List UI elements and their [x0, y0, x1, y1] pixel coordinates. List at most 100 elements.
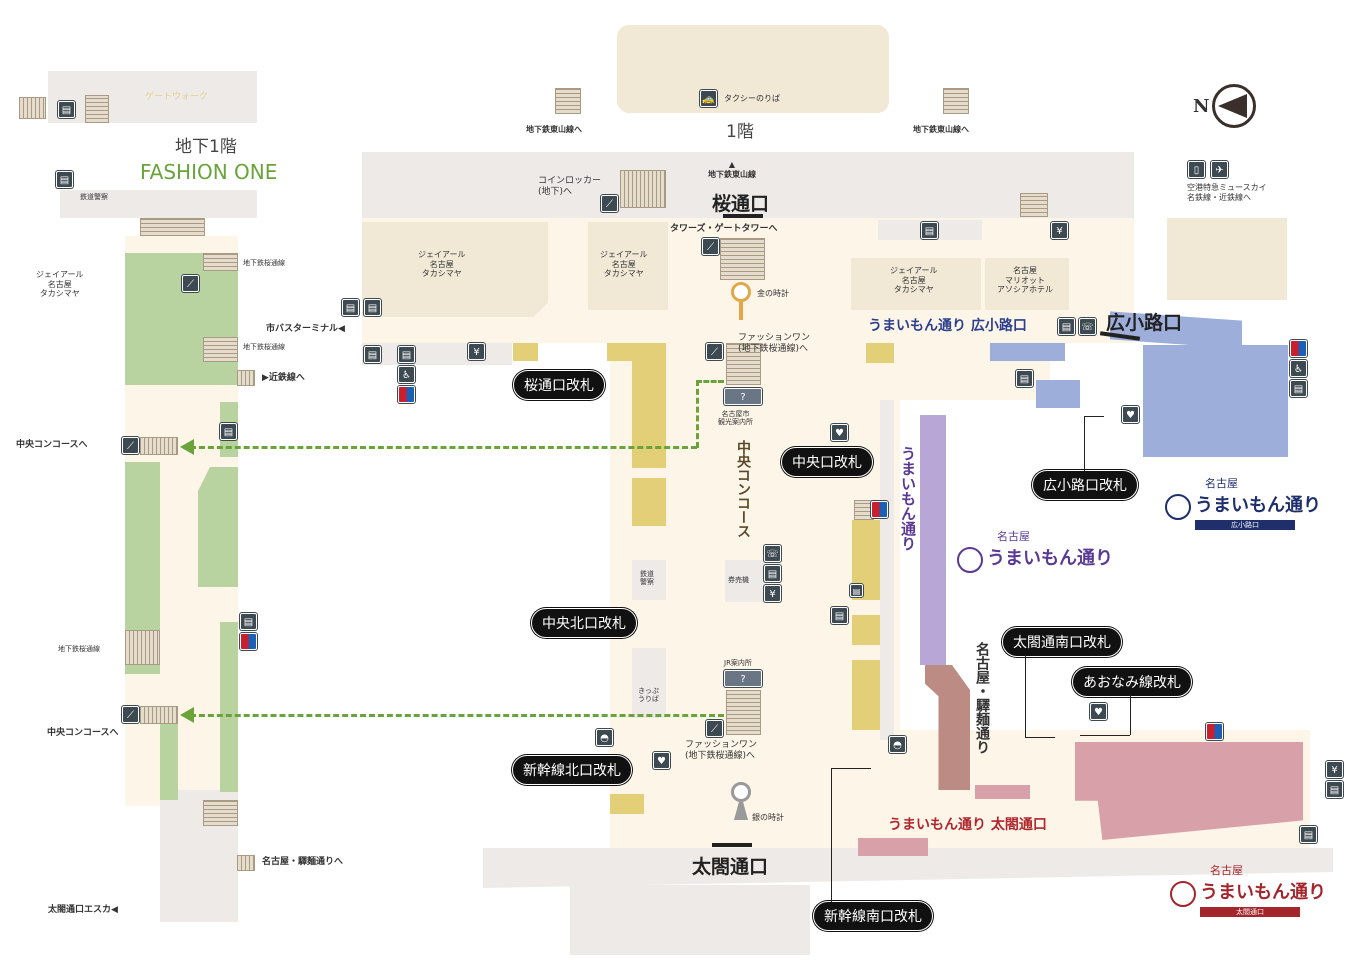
shop-b1: [160, 715, 178, 800]
label-concourse-to: 中央コンコースへ: [47, 728, 119, 738]
ticket-office-room: [632, 648, 666, 718]
label-takashimaya: ジェイアール 名古屋 タカシマヤ: [600, 250, 648, 279]
gate-chuo-kita[interactable]: 中央北口改札: [531, 608, 637, 638]
label-tourist-info: 名古屋市 観光案内所: [718, 410, 753, 427]
label-railway-police: 鉄道 警察: [640, 570, 654, 587]
label-sakuradori: 地下鉄桜通線: [243, 259, 285, 267]
hirokoji-shops: [1036, 380, 1080, 408]
elevator-icon: ▤: [1058, 318, 1075, 335]
gatewalk-area: [48, 71, 257, 123]
label-umaimon-vertical: うまいもん通り: [899, 446, 917, 551]
escalator-icon: ⟋: [122, 706, 139, 723]
elevator-icon: ▤: [220, 423, 237, 440]
gold-clock-stand: [739, 302, 743, 320]
label-towers: タワーズ・ゲートタワーへ: [670, 224, 778, 234]
elevator-icon: ▤: [1016, 370, 1033, 387]
umaimon-street-shops: [920, 415, 946, 665]
gate-sakura[interactable]: 桜通口改札: [513, 370, 605, 400]
elevator-icon: ▤: [240, 613, 257, 630]
shop: [866, 343, 894, 363]
route-path: [190, 446, 697, 449]
umaimon-logo-icon: [1170, 880, 1196, 907]
wheelchair-icon: ♿: [398, 366, 415, 383]
info-icon: ?: [724, 388, 762, 405]
stairs: [237, 370, 255, 386]
leader-line: [1130, 695, 1131, 735]
taiko-shops: [858, 838, 928, 856]
escalator-icon: ⟋: [601, 195, 618, 212]
silver-clock-icon: [731, 782, 751, 802]
entrance-sakura: 桜通口: [712, 193, 770, 215]
label-sakuradori: 地下鉄桜通線: [58, 645, 100, 653]
label-ekimen-to: 名古屋・驛麺通りへ: [262, 857, 344, 867]
sakura-concourse: [362, 152, 1134, 218]
escalator-icon: ⟋: [702, 238, 719, 255]
escalator-icon: ⟋: [122, 437, 139, 454]
label-silver-clock: 銀の時計: [752, 813, 784, 822]
label-gold-clock: 金の時計: [757, 289, 789, 298]
shinkansen-icon: ◓: [889, 736, 906, 753]
elevator-icon: ▤: [364, 346, 381, 363]
aed-icon: ♥: [1090, 703, 1107, 720]
restroom-icon: [240, 633, 257, 650]
umaimon-logo-icon: [1165, 493, 1191, 520]
entrance-taiko-bar: [712, 843, 752, 847]
takashimaya-block: [362, 222, 548, 317]
label-higashiyama-to: 地下鉄東山線へ: [526, 125, 582, 134]
entrance-taiko: 太閤通口: [692, 856, 769, 878]
stairs: [555, 88, 581, 114]
b1-floor-title: 地下1階: [175, 137, 237, 157]
taxi-icon: 🚕: [700, 90, 717, 107]
label-kintetsu: ▶近鉄線へ: [262, 373, 305, 383]
label-central-concourse: 中央コンコース: [735, 440, 751, 538]
leader-line: [1080, 735, 1130, 736]
info-icon: ?: [724, 670, 762, 687]
compass-icon: [1212, 84, 1256, 128]
leader-line: [1025, 737, 1055, 738]
stairs: [203, 253, 238, 271]
hirokoji-shops: [1143, 345, 1288, 457]
elevator-icon: ▤: [342, 299, 359, 316]
umaimon-logo: 名古屋 うまいもん通り: [957, 528, 1113, 573]
label-higashiyama-to: 地下鉄東山線へ: [913, 125, 969, 134]
shop-b1: [220, 622, 238, 792]
gate-chuo[interactable]: 中央口改札: [781, 447, 873, 477]
entrance-sakura-bar: [723, 214, 763, 218]
label-taiko-escalator: 太閤通口エスカ◀: [48, 905, 118, 915]
label-taxi: タクシーのりば: [724, 94, 780, 103]
elevator-icon: ▤: [1300, 826, 1317, 843]
gate-hirokoji[interactable]: 広小路口改札: [1032, 470, 1138, 500]
umaimon-logo-taiko: 名古屋 うまいもん通り 太閤通口: [1170, 862, 1326, 917]
label-bus-terminal: 市バスターミナル◀: [266, 324, 345, 334]
entrance-hirokoji: 広小路口: [1106, 312, 1183, 334]
taxi-area: [617, 25, 889, 113]
taiko-shops: [975, 785, 1030, 799]
gold-clock-icon: [731, 282, 751, 302]
b1-top-area: [60, 190, 257, 218]
restroom-icon: [398, 386, 415, 403]
stairs: [125, 630, 160, 665]
takashimaya-b1: [125, 253, 238, 385]
stairs: [943, 88, 969, 114]
taiko-shops: [1075, 742, 1303, 840]
stairs: [85, 95, 109, 123]
stairs: [140, 218, 205, 236]
shop: [632, 478, 666, 526]
shop: [852, 660, 880, 730]
gate-aonami[interactable]: あおなみ線改札: [1072, 667, 1192, 697]
elevator-icon: ▤: [58, 101, 75, 118]
gate-shinkansen-minami[interactable]: 新幹線南口改札: [813, 901, 933, 931]
phone-icon: ☏: [764, 545, 781, 562]
label-coin-locker: コインロッカー (地下)へ: [538, 176, 602, 197]
gate-shinkansen-kita[interactable]: 新幹線北口改札: [512, 755, 632, 785]
leader-line: [1084, 416, 1085, 471]
elevator-icon: ▤: [850, 584, 863, 597]
label-umaimon-taiko: うまいもん通り 太閤通口: [888, 817, 1047, 833]
shop: [513, 343, 538, 361]
atm-icon: ¥: [468, 343, 485, 360]
stairs: [19, 97, 46, 119]
leader-line: [831, 768, 832, 902]
elevator-icon: ▤: [831, 607, 848, 624]
gate-taiko-minami[interactable]: 太閤通南口改札: [1002, 627, 1122, 657]
label-railway-police: 鉄道警察: [80, 193, 108, 201]
